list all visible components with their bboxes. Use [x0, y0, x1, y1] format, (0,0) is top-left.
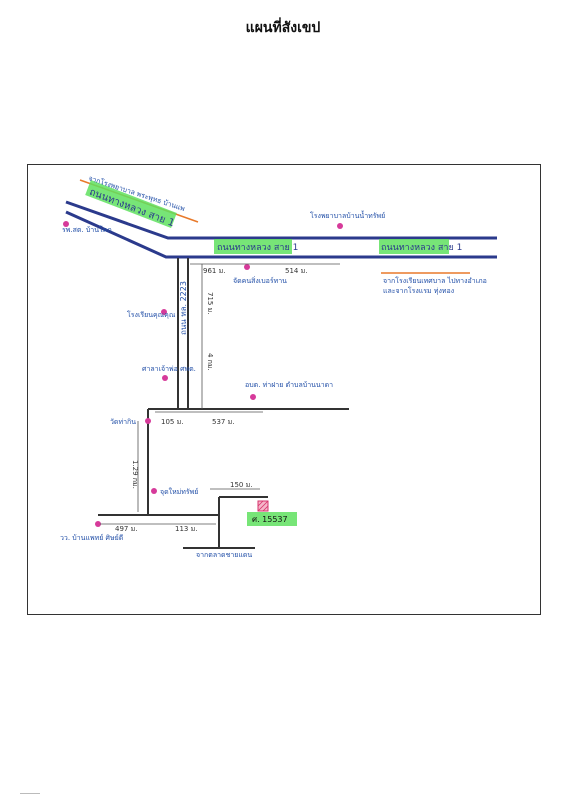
distance-junction-left: 105 ม.	[161, 418, 183, 426]
distance-bottom-left: 497 ม.	[115, 525, 137, 533]
place-land-office: จัดคนสิ่งเบอร์ทาน	[233, 276, 287, 285]
marker-temple	[145, 418, 151, 424]
marker-land-office	[244, 264, 250, 270]
road-label-to-right: จากโรงเรียนเทศบาล ไปทางอำเภอ	[383, 276, 487, 285]
map-frame	[27, 164, 541, 615]
marker-sao	[250, 394, 256, 400]
junction-road	[147, 408, 349, 515]
marker-school	[161, 309, 167, 315]
place-health-station: รพ.สต. บ้านโคก	[62, 225, 112, 234]
distance-vert-upper: 715 ม.	[206, 292, 214, 314]
place-shrine: จุดใหม่ทรัพย์	[160, 487, 198, 496]
dimension-lines	[100, 263, 340, 525]
marker-village-bottom	[95, 521, 101, 527]
distance-vert-mid: 4 กม.	[206, 353, 214, 371]
place-north: โรงพยาบาลบ้านน้ำทรัพย์	[310, 209, 385, 220]
road-label-to-bottom: จากตลาดชายแดน	[196, 551, 252, 559]
main-highway	[65, 200, 497, 259]
marker-shrine	[151, 488, 157, 494]
distance-bottom-mid: 113 ม.	[175, 525, 197, 533]
road-label-main-right-2: ถนนทางหลวง สาย 1	[381, 243, 462, 253]
highlight-road-left	[85, 180, 177, 228]
distance-left-vert: 1.29 กม.	[131, 460, 139, 489]
place-temple: วัดท่ากิน	[110, 418, 136, 426]
highlight-road-right-2	[379, 239, 449, 254]
place-school: โรงเรียนคุณคุณ	[127, 310, 176, 319]
page-title: แผนที่สังเขป	[245, 20, 321, 36]
vertical-road	[177, 258, 189, 409]
highlight-road-right-1	[214, 239, 292, 254]
place-village-bottom: วว. บ้านแพทย์ ศิษย์ดี	[60, 534, 123, 542]
footer-mark	[20, 793, 40, 794]
place-markers	[63, 221, 343, 527]
road-label-vertical: ถนน ทล. 2223	[179, 281, 188, 335]
highlight-plot-label	[247, 512, 297, 526]
marker-temple-hall	[162, 375, 168, 381]
marker-health-station	[63, 221, 69, 227]
road-label-main-right-1: ถนนทางหลวง สาย 1	[217, 243, 298, 253]
distance-top-right: 514 ม.	[285, 267, 307, 275]
plot-number-label: ศ. 15537	[252, 515, 288, 524]
place-sao: อบต. ท่าฝาย ตำบลบ้านนาดา	[245, 381, 333, 389]
distance-plot: 150 ม.	[230, 481, 252, 489]
bottom-roads	[98, 496, 268, 549]
marker-north-place	[337, 223, 343, 229]
distance-top-left: 961 ม.	[203, 267, 225, 275]
road-label-to-right-2: และจากโรงแรม ทุ่งทอง	[383, 286, 454, 295]
distance-junction-right: 537 ม.	[212, 418, 234, 426]
place-temple-hall: ศาลาเจ้าพ่อ ศพต.	[142, 365, 196, 373]
